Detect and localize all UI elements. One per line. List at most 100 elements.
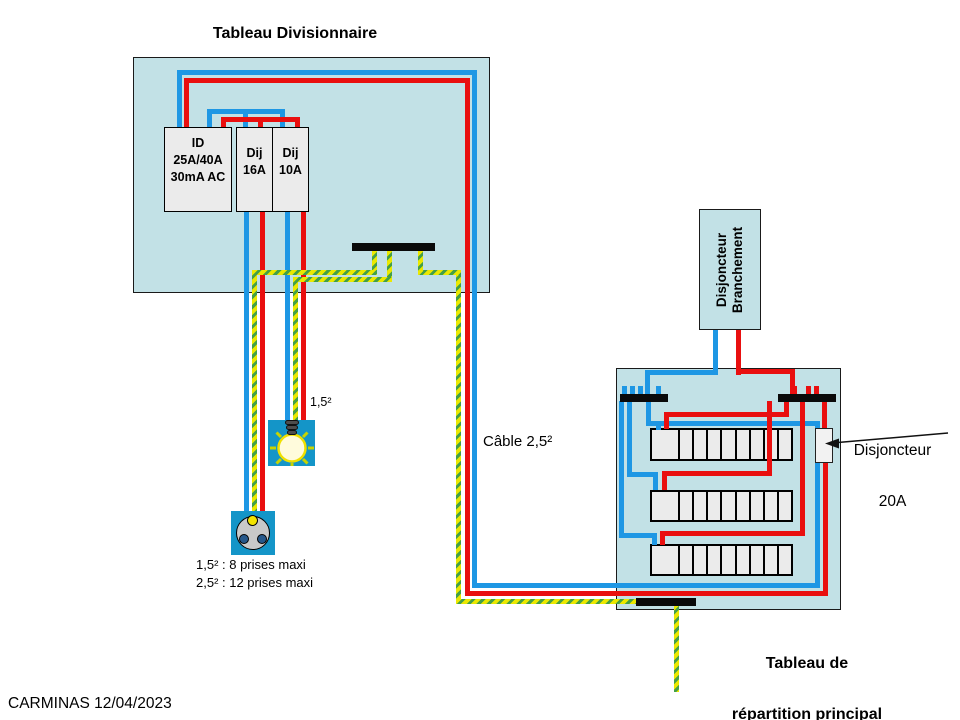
wire-phase-segment bbox=[184, 78, 470, 83]
wire-phase-segment bbox=[260, 211, 265, 511]
wire-earth-segment bbox=[252, 270, 257, 511]
wire-phase-segment bbox=[800, 401, 805, 536]
wire-neutral-segment bbox=[177, 70, 182, 127]
wire-phase-segment bbox=[295, 122, 300, 127]
module-cell bbox=[737, 546, 751, 574]
module-cell bbox=[737, 492, 751, 520]
wire-earth-segment bbox=[293, 277, 298, 420]
wire-neutral-segment bbox=[472, 583, 820, 588]
wire-neutral-segment bbox=[207, 109, 212, 127]
wire-earth-segment bbox=[456, 599, 645, 604]
wire-neutral-segment bbox=[627, 401, 632, 477]
wire-phase-segment bbox=[660, 531, 665, 545]
breaker-10a-label: Dij 10A bbox=[279, 146, 302, 177]
lighting-section-label: 1,5² bbox=[310, 395, 332, 409]
wire-neutral-segment bbox=[713, 330, 718, 375]
breaker-16a-label: Dij 16A bbox=[243, 146, 266, 177]
module-cell bbox=[652, 492, 680, 520]
wire-phase-segment bbox=[258, 122, 263, 127]
socket-rule-1: 1,5² : 8 prises maxi bbox=[196, 557, 306, 572]
module-cell bbox=[694, 546, 709, 574]
wire-neutral-segment bbox=[177, 70, 477, 75]
wire-earth-segment bbox=[372, 251, 377, 275]
wire-earth-segment bbox=[418, 251, 423, 275]
wire-neutral-segment bbox=[653, 472, 658, 490]
module-cell bbox=[680, 430, 695, 459]
neutral-bus-bar bbox=[620, 394, 668, 402]
module-cell bbox=[722, 430, 737, 459]
module-cell bbox=[708, 430, 723, 459]
module-cell bbox=[779, 492, 791, 520]
module-cell bbox=[694, 492, 709, 520]
wire-neutral-segment bbox=[815, 463, 820, 588]
differential-switch-module: ID 25A/40A 30mA AC bbox=[164, 127, 232, 212]
wire-neutral-segment bbox=[646, 401, 651, 426]
socket-rule-2: 2,5² : 12 prises maxi bbox=[196, 575, 314, 590]
wire-phase-segment bbox=[664, 412, 669, 429]
wire-phase-segment bbox=[736, 330, 741, 375]
module-cell bbox=[680, 546, 695, 574]
wire-neutral-stub bbox=[656, 386, 661, 394]
breaker-20a-label: Disjoncteur 20A bbox=[853, 442, 932, 510]
wire-earth-segment bbox=[418, 270, 461, 275]
wire-phase-segment bbox=[767, 401, 772, 476]
wire-phase-segment bbox=[664, 412, 789, 417]
wire-phase-segment bbox=[465, 78, 470, 596]
wire-phase-segment bbox=[301, 211, 306, 420]
wire-phase-segment bbox=[662, 471, 772, 476]
wire-neutral-segment bbox=[627, 472, 658, 477]
wire-phase-segment bbox=[660, 531, 805, 536]
light-bulb-icon bbox=[270, 420, 314, 466]
breaker-20a-arrow bbox=[825, 432, 949, 449]
service-breaker-box: Disjoncteur Branchement bbox=[699, 209, 761, 330]
wire-earth-segment bbox=[252, 270, 377, 275]
wire-neutral-segment bbox=[472, 70, 477, 588]
module-cell bbox=[751, 492, 765, 520]
module-cell bbox=[680, 492, 695, 520]
wire-earth-segment bbox=[674, 605, 679, 692]
divisional-panel-title: Tableau Divisionnaire bbox=[212, 25, 378, 42]
module-cell bbox=[694, 430, 709, 459]
breaker-row-2 bbox=[650, 490, 793, 522]
wire-phase-segment bbox=[784, 401, 789, 417]
module-cell bbox=[765, 492, 779, 520]
phase-bus-bar bbox=[778, 394, 836, 402]
wire-phase-segment bbox=[184, 78, 189, 127]
wire-phase-segment bbox=[221, 117, 226, 127]
breaker-row-3 bbox=[650, 544, 793, 576]
module-cell bbox=[765, 430, 779, 459]
wire-phase-segment bbox=[823, 463, 828, 596]
module-cell bbox=[779, 430, 791, 459]
module-cell bbox=[737, 430, 751, 459]
wire-neutral-segment bbox=[285, 211, 290, 420]
socket-hole bbox=[257, 534, 267, 544]
wire-phase-segment bbox=[790, 369, 795, 394]
wire-phase-segment bbox=[465, 591, 828, 596]
module-cell bbox=[722, 546, 737, 574]
module-cell bbox=[751, 430, 765, 459]
wire-neutral-segment bbox=[207, 109, 285, 114]
breaker-10a-module: Dij 10A bbox=[272, 127, 309, 212]
wire-phase-stub bbox=[792, 386, 797, 394]
wire-neutral-stub bbox=[638, 386, 643, 394]
differential-switch-label: ID 25A/40A 30mA AC bbox=[170, 136, 226, 184]
service-breaker-label: Disjoncteur Branchement bbox=[714, 226, 745, 313]
footer-credit: CARMINAS 12/04/2023 bbox=[8, 695, 172, 712]
wire-phase-stub bbox=[806, 386, 811, 394]
module-cell bbox=[751, 546, 765, 574]
wire-neutral-segment bbox=[645, 375, 650, 395]
wire-phase-stub bbox=[814, 386, 819, 394]
earth-terminal-bar bbox=[352, 243, 435, 251]
breaker-16a-module: Dij 16A bbox=[236, 127, 273, 212]
cable-label: Câble 2,5² bbox=[483, 433, 553, 450]
module-cell bbox=[652, 430, 680, 459]
wire-neutral-segment bbox=[646, 421, 820, 426]
wire-neutral-stub bbox=[622, 386, 627, 394]
wire-neutral-stub bbox=[630, 386, 635, 394]
socket-hole bbox=[239, 534, 249, 544]
wire-neutral-segment bbox=[244, 211, 249, 511]
wire-earth-segment bbox=[387, 251, 392, 282]
module-cell bbox=[765, 546, 779, 574]
socket-earth-pin bbox=[247, 515, 258, 526]
